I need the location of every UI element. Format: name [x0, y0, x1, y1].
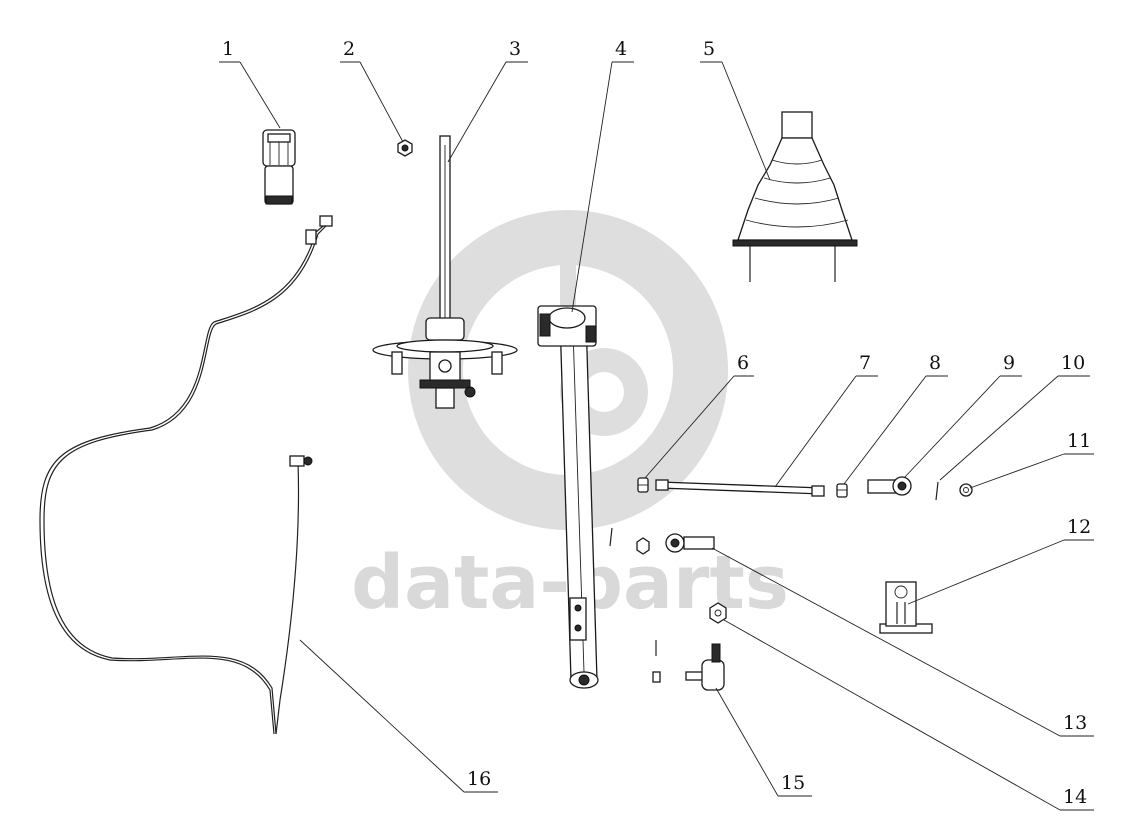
callout-5: 5: [703, 38, 715, 60]
callout-2: 2: [343, 38, 355, 60]
part-11-washer: [959, 483, 973, 497]
callout-8: 8: [929, 352, 941, 374]
leader-lines: [219, 61, 1094, 811]
part-14-nut: [709, 602, 727, 624]
part-13-ball-joint: [609, 527, 715, 555]
callout-1: 1: [222, 38, 234, 60]
part-4-shift-rod: [537, 305, 599, 689]
callout-14: 14: [1063, 786, 1087, 808]
callout-9: 9: [1003, 352, 1015, 374]
part-15-ball-stud: [652, 640, 725, 691]
callout-numbers: 1 2 3 4 5 6 7 8 9 10 11 12 13 14 15 16: [222, 38, 1091, 808]
callout-15: 15: [781, 772, 805, 794]
callout-13: 13: [1063, 712, 1087, 734]
part-8-bushing: [836, 483, 848, 498]
callout-16: 16: [467, 768, 491, 790]
callout-12: 12: [1067, 516, 1091, 538]
part-12-bracket: [879, 581, 933, 634]
part-2-nut: [397, 139, 413, 157]
callout-11: 11: [1067, 430, 1091, 452]
part-3-shift-lever-assembly: [372, 135, 518, 409]
callout-3: 3: [509, 38, 521, 60]
callout-7: 7: [859, 352, 871, 374]
part-1-shift-knob: [262, 129, 296, 205]
callout-10: 10: [1061, 352, 1085, 374]
part-16-cable: [39, 215, 333, 735]
part-9-rod-end: [867, 476, 912, 496]
part-10-cotter-pin: [935, 481, 939, 501]
part-7-connecting-rod: [655, 479, 825, 497]
part-6-bushing: [637, 477, 649, 493]
callout-6: 6: [737, 352, 749, 374]
part-5-rubber-boot: [732, 111, 858, 282]
callout-4: 4: [615, 38, 627, 60]
